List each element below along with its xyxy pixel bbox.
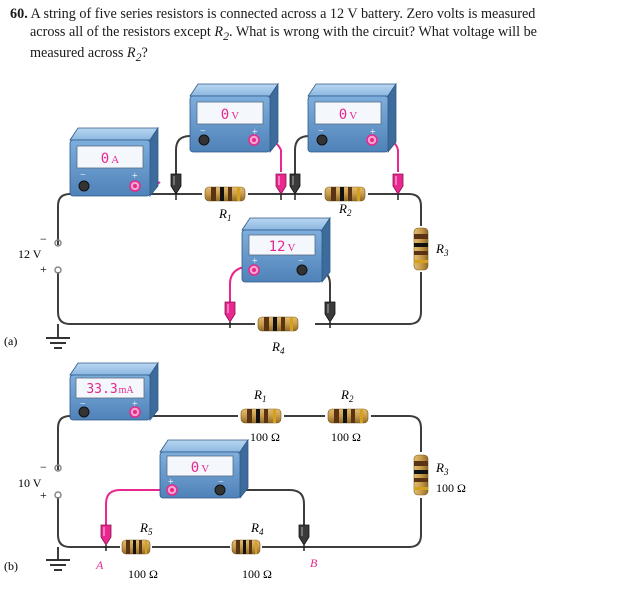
panel-b-battery-minus: −: [40, 460, 47, 474]
panel-b-resistor-r4: [231, 539, 261, 555]
panel-b-ammeter-display: 33.3mA: [86, 382, 134, 397]
panel-a-voltmeter-r4-plus: +: [252, 256, 258, 267]
panel-a-voltmeter-r1-plus: +: [252, 127, 258, 138]
panel-a-battery-minus: −: [40, 232, 47, 246]
panel-a-voltmeter-r4-minus: −: [298, 256, 304, 267]
question-r2-letter-2: R: [126, 44, 136, 61]
question-r2-letter: R: [214, 23, 224, 40]
question-r2-sub-2: 2: [135, 49, 142, 64]
panel-a-resistor-r1: [204, 186, 246, 202]
panel-a-probe-2: [275, 173, 287, 201]
panel-b-resistor-r3: [413, 454, 429, 496]
panel-b-ammeter-minus: −: [80, 399, 86, 410]
panel-a-voltmeter-r2-minus: −: [318, 126, 324, 137]
panel-a-r1-label: R1: [218, 206, 231, 223]
panel-b-r4-label: R4: [250, 520, 264, 537]
panel-a-r3-label: R3: [435, 241, 449, 258]
panel-b-r5-label: R5: [139, 520, 153, 537]
question-r2: R2: [214, 23, 229, 43]
question-line-1: A string of five series resistors is con…: [30, 6, 536, 22]
question-line-2a: across all of the resistors except: [30, 23, 215, 40]
question-line-3b: ?: [141, 44, 148, 61]
panel-a-voltmeter-r1-minus: −: [200, 126, 206, 137]
panel-a-r2-label: R2: [338, 201, 352, 218]
question-number: 60.: [10, 6, 28, 22]
panel-a-voltmeter-r2-plus: +: [370, 127, 376, 138]
question-line-2: across all of the resistors except R2. W…: [10, 24, 615, 45]
panel-b-r2-value: 100 Ω: [331, 430, 361, 444]
panel-b-point-a: A: [95, 558, 104, 572]
panel-a-resistor-r4: [257, 316, 299, 332]
panel-a-battery-label: 12 V: [18, 247, 42, 261]
question-line-3: measured across R2?: [10, 45, 615, 66]
panel-b-resistor-r5: [121, 539, 151, 555]
panel-b-voltmeter-plus: +: [168, 477, 174, 488]
panel-b-r3-value: 100 Ω: [436, 481, 466, 495]
panel-b-r5-value: 100 Ω: [128, 567, 158, 581]
panel-a-battery-plus: +: [40, 262, 47, 276]
panel-a-ammeter-minus: −: [80, 170, 86, 181]
panel-b-resistor-r2: [327, 408, 369, 424]
panel-b-battery-plus: +: [40, 488, 47, 502]
panel-b-resistor-r1: [240, 408, 282, 424]
panel-b-r2-label: R2: [340, 387, 354, 404]
panel-b-battery-label: 10 V: [18, 476, 42, 490]
panel-a-wires: [57, 193, 422, 338]
panel-a-probe-1: [170, 173, 182, 201]
question-line-2b: . What is wrong with the circuit? What v…: [228, 23, 537, 40]
panel-a-resistor-r3: [413, 227, 429, 271]
question-r2-again: R2: [126, 44, 142, 64]
panel-b-label: (b): [4, 559, 18, 573]
panel-a-probe-3: [289, 173, 301, 201]
panel-b-ammeter: 33.3mA − +: [69, 361, 159, 422]
panel-b-r3-label: R3: [435, 460, 449, 477]
panel-b-leads: [105, 489, 305, 526]
panel-a-ammeter-plus: +: [132, 171, 138, 182]
panel-a-ground-icon: [46, 337, 70, 349]
panel-b-voltmeter-minus: −: [218, 477, 224, 488]
panel-a-label: (a): [4, 334, 17, 348]
question-text: 60. A string of five series resistors is…: [10, 6, 615, 66]
panel-b-r1-label: R1: [253, 387, 266, 404]
panel-a-battery-terminals: [54, 239, 62, 274]
panel-b-ammeter-plus: +: [132, 399, 138, 410]
panel-a-resistor-r2: [324, 186, 366, 202]
panel-a-r4-label: R4: [271, 339, 285, 356]
question-line-3a: measured across: [30, 44, 127, 61]
panel-b-r4-value: 100 Ω: [242, 567, 272, 581]
question-r2-sub: 2: [223, 28, 229, 43]
panel-a-probe-4: [392, 173, 404, 201]
panel-b-r1-value: 100 Ω: [250, 430, 280, 444]
panel-b-ground-icon: [46, 559, 70, 571]
panel-b-battery-terminals: [54, 464, 62, 499]
panel-b-point-b: B: [310, 556, 318, 570]
